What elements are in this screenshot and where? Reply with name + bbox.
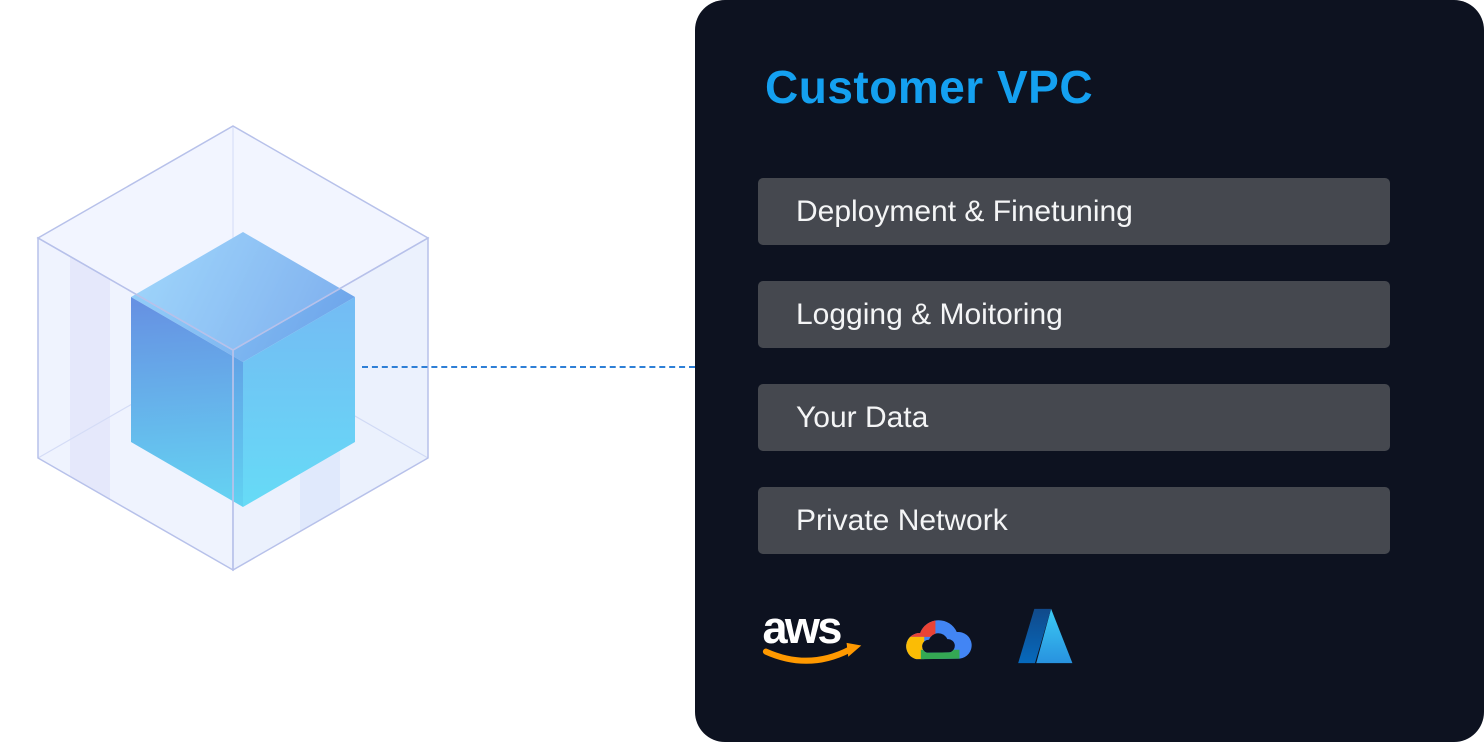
aws-logo: aws (762, 602, 862, 664)
vpc-panel: Customer VPC Deployment & Finetuning Log… (695, 0, 1484, 742)
feature-bar-label: Deployment & Finetuning (796, 195, 1133, 228)
feature-bar-logging: Logging & Moitoring (758, 281, 1390, 348)
feature-bar-private-network: Private Network (758, 487, 1390, 554)
glass-faces (36, 125, 430, 572)
inner-cube (131, 232, 355, 507)
azure-logo (1018, 608, 1073, 664)
feature-bar-label: Private Network (796, 504, 1008, 537)
connector-dashed-line (362, 366, 695, 368)
azure-left-stroke (1018, 608, 1052, 664)
azure-right-stroke (1036, 608, 1073, 664)
feature-bar-label: Your Data (796, 401, 929, 434)
panel-title: Customer VPC (765, 61, 1094, 113)
aws-smile-arrowhead (846, 642, 862, 657)
cube-illustration (0, 0, 470, 620)
cube-svg (36, 125, 430, 572)
google-cloud-logo (906, 620, 972, 660)
aws-smile-arrow (762, 646, 853, 664)
google-cloud-band (906, 620, 972, 660)
feature-bar-your-data: Your Data (758, 384, 1390, 451)
feature-bar-label: Logging & Moitoring (796, 298, 1063, 331)
feature-bar-deployment: Deployment & Finetuning (758, 178, 1390, 245)
aws-wordmark: aws (762, 602, 841, 653)
cloud-provider-logos: aws (759, 598, 1075, 674)
feature-bars: Deployment & Finetuning Logging & Moitor… (758, 178, 1390, 554)
